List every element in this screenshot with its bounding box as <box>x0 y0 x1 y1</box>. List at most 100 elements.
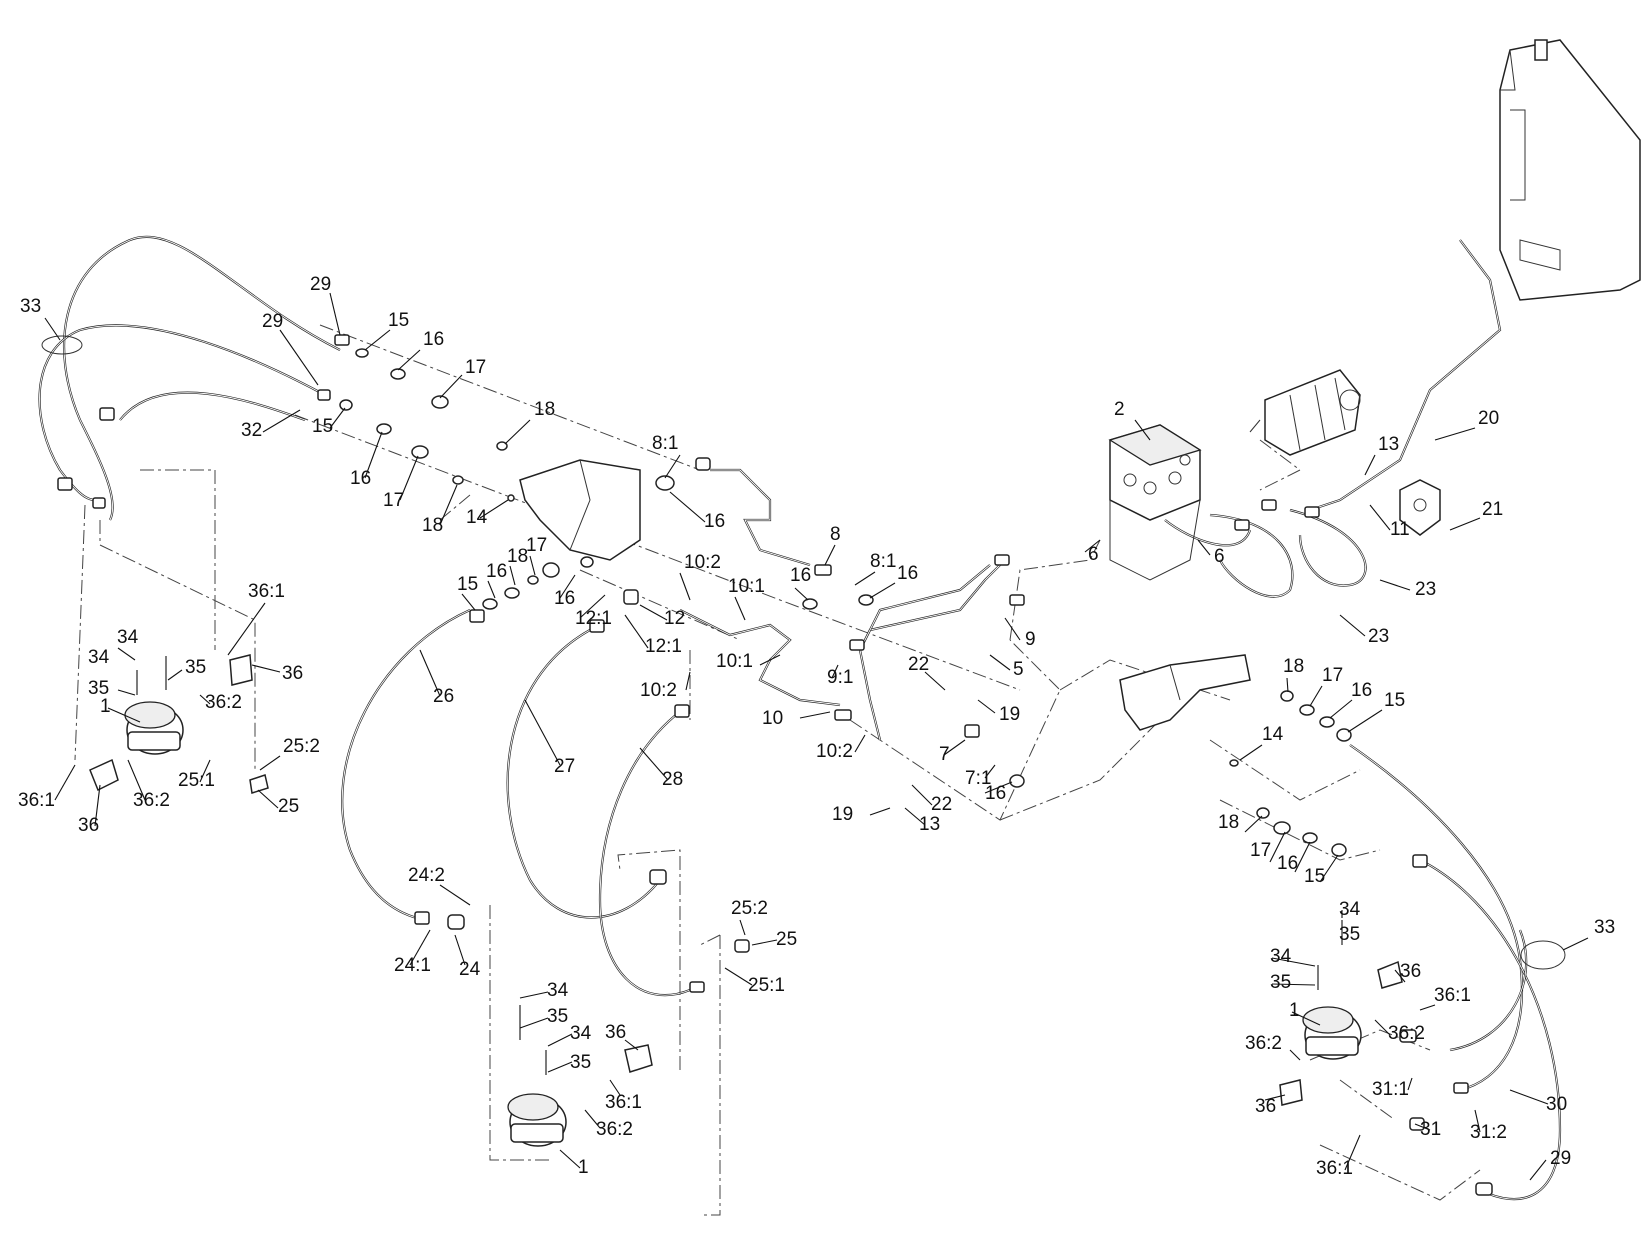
part-callout: 31:1 <box>1372 1079 1409 1100</box>
part-callout: 36 <box>1400 961 1421 982</box>
rigid-tubes <box>679 468 1001 741</box>
part-callout: 15 <box>388 310 409 331</box>
part-callout: 29 <box>262 311 283 332</box>
part-callout: 12:1 <box>645 636 682 657</box>
part-callout: 1 <box>1289 1000 1300 1021</box>
part-callout: 13 <box>919 814 940 835</box>
part-callout: 22 <box>931 794 952 815</box>
part-callout: 32 <box>241 420 262 441</box>
part-callout: 7 <box>939 744 950 765</box>
part-callout: 36:2 <box>1245 1033 1282 1054</box>
part-callout: 36:2 <box>596 1119 633 1140</box>
part-callout: 26 <box>433 686 454 707</box>
part-callout: 25:2 <box>731 898 768 919</box>
part-callout: 36:1 <box>605 1092 642 1113</box>
part-callout: 15 <box>1384 690 1405 711</box>
part-callout: 35 <box>547 1006 568 1027</box>
part-callout: 36:1 <box>18 790 55 811</box>
wheel-motor-right <box>1302 1006 1362 1060</box>
part-callout: 36:2 <box>133 790 170 811</box>
part-callout: 12 <box>664 608 685 629</box>
part-callout: 15 <box>1304 866 1325 887</box>
part-callout: 25:1 <box>178 770 215 791</box>
part-callout: 17 <box>526 535 547 556</box>
part-callout: 6 <box>1088 544 1099 565</box>
part-callout: 31:2 <box>1470 1122 1507 1143</box>
part-callout: 29 <box>310 274 331 295</box>
part-callout: 16 <box>985 783 1006 804</box>
part-callout: 19 <box>832 804 853 825</box>
part-callout: 34 <box>547 980 569 1001</box>
wheel-motor-center <box>507 1093 567 1147</box>
part-callout: 19 <box>999 704 1020 725</box>
part-callout: 22 <box>908 654 929 675</box>
part-callout: 8:1 <box>870 551 896 572</box>
part-callout: 15 <box>312 416 333 437</box>
part-callout: 5 <box>1013 659 1024 680</box>
part-callout: 25:1 <box>748 975 785 996</box>
part-callout: 35 <box>88 678 109 699</box>
part-callout: 16 <box>790 565 811 586</box>
part-callout: 8:1 <box>652 433 678 454</box>
hydraulic-pump <box>1249 369 1361 456</box>
part-callout: 10:2 <box>684 552 721 573</box>
part-callout: 24:1 <box>394 955 431 976</box>
part-callout: 25 <box>776 929 797 950</box>
part-callout: 10 <box>762 708 783 729</box>
part-callout: 34 <box>117 627 139 648</box>
part-callout: 9 <box>1025 629 1036 650</box>
part-callout: 18 <box>1218 812 1239 833</box>
part-callout: 34 <box>88 647 110 668</box>
part-callout: 35 <box>185 657 206 678</box>
part-callout: 34 <box>1270 946 1292 967</box>
mounting-brackets <box>519 459 1441 731</box>
part-callout: 33 <box>20 296 41 317</box>
part-callout: 8 <box>830 524 841 545</box>
part-callout: 31 <box>1420 1119 1441 1140</box>
part-callout: 36 <box>605 1022 626 1043</box>
part-callout: 23 <box>1415 579 1436 600</box>
part-callout: 36:1 <box>248 581 285 602</box>
part-callout: 30 <box>1546 1094 1567 1115</box>
part-callout: 14 <box>1262 724 1284 745</box>
part-callout: 24 <box>459 959 481 980</box>
part-callout: 28 <box>662 769 683 790</box>
part-callout: 24:2 <box>408 865 445 886</box>
part-callout: 34 <box>1339 899 1361 920</box>
part-callout: 21 <box>1482 499 1503 520</box>
part-callout: 25 <box>278 796 299 817</box>
part-callout: 17 <box>383 490 404 511</box>
part-callout: 17 <box>1250 840 1271 861</box>
part-callout: 1 <box>100 696 111 717</box>
part-callout: 11 <box>1390 519 1410 540</box>
part-callout: 6 <box>1214 546 1225 567</box>
part-callout: 23 <box>1368 626 1389 647</box>
part-callout: 14 <box>466 507 488 528</box>
part-callout: 18 <box>534 399 555 420</box>
part-callout: 16 <box>554 588 575 609</box>
part-callout: 17 <box>465 357 486 378</box>
part-callout: 16 <box>486 561 507 582</box>
part-callout: 16 <box>1351 680 1372 701</box>
part-callout: 2 <box>1114 399 1125 420</box>
elbow-fittings <box>89 654 1403 1106</box>
part-callout: 16 <box>350 468 371 489</box>
part-callout: 36:2 <box>205 692 242 713</box>
part-callout: 25:2 <box>283 736 320 757</box>
part-callout: 36:1 <box>1316 1158 1353 1179</box>
part-callout: 20 <box>1478 408 1499 429</box>
wheel-motor-left <box>124 701 184 755</box>
part-callout: 7:1 <box>965 768 991 789</box>
part-callout: 17 <box>1322 665 1343 686</box>
hose-clamps <box>41 335 1566 970</box>
part-callout: 15 <box>457 574 478 595</box>
part-callout: 1 <box>578 1157 589 1178</box>
oil-cooler <box>1499 39 1641 301</box>
part-callout: 10:2 <box>640 680 677 701</box>
part-callout: 36:1 <box>1434 985 1471 1006</box>
part-callout: 35 <box>1339 924 1360 945</box>
fittings <box>57 334 1493 1196</box>
part-callout: 16 <box>704 511 725 532</box>
